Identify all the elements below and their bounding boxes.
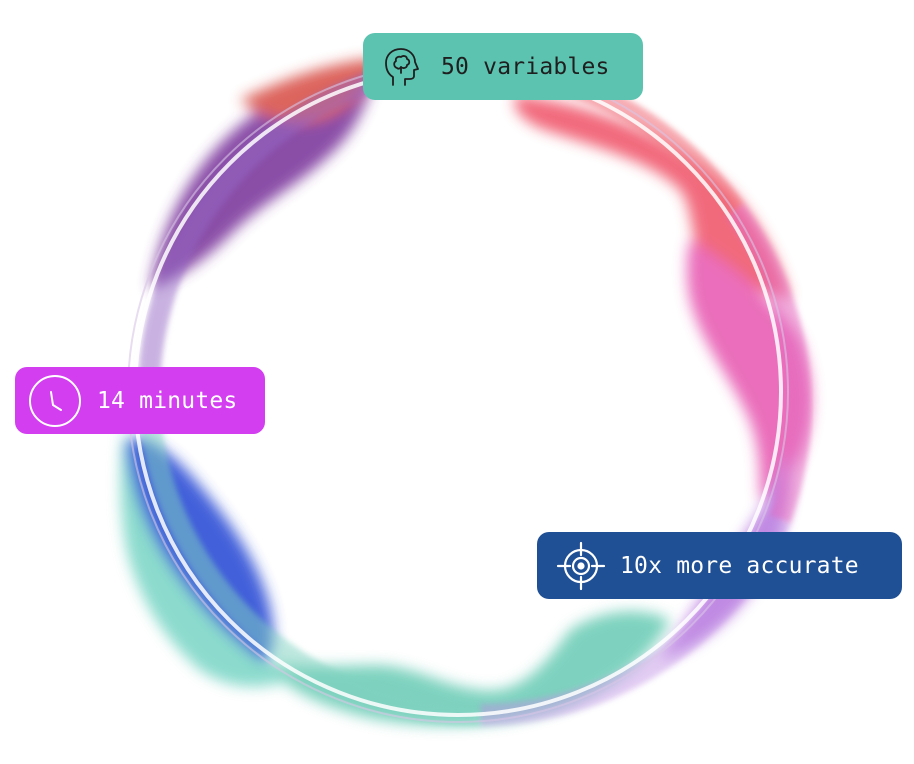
ring-arc-teal: [139, 418, 481, 727]
accuracy-badge: 10x more accurate: [537, 532, 902, 599]
variables-badge: 50 variables: [363, 33, 643, 100]
minutes-label: 14 minutes: [97, 387, 238, 414]
ring-lobe-pink: [687, 240, 812, 500]
ring-lobe-mint: [120, 420, 290, 687]
ring-lobe-red: [240, 58, 378, 123]
clock-icon: [27, 373, 83, 429]
variables-label: 50 variables: [441, 53, 610, 80]
head-brain-icon: [383, 47, 419, 87]
accuracy-label: 10x more accurate: [620, 552, 859, 579]
ring-arc-purple: [138, 64, 398, 421]
crosshair-icon: [556, 541, 606, 591]
ring-lobe-coral: [514, 95, 790, 300]
minutes-badge: 14 minutes: [15, 367, 265, 434]
ring-arc-pink: [726, 203, 812, 524]
